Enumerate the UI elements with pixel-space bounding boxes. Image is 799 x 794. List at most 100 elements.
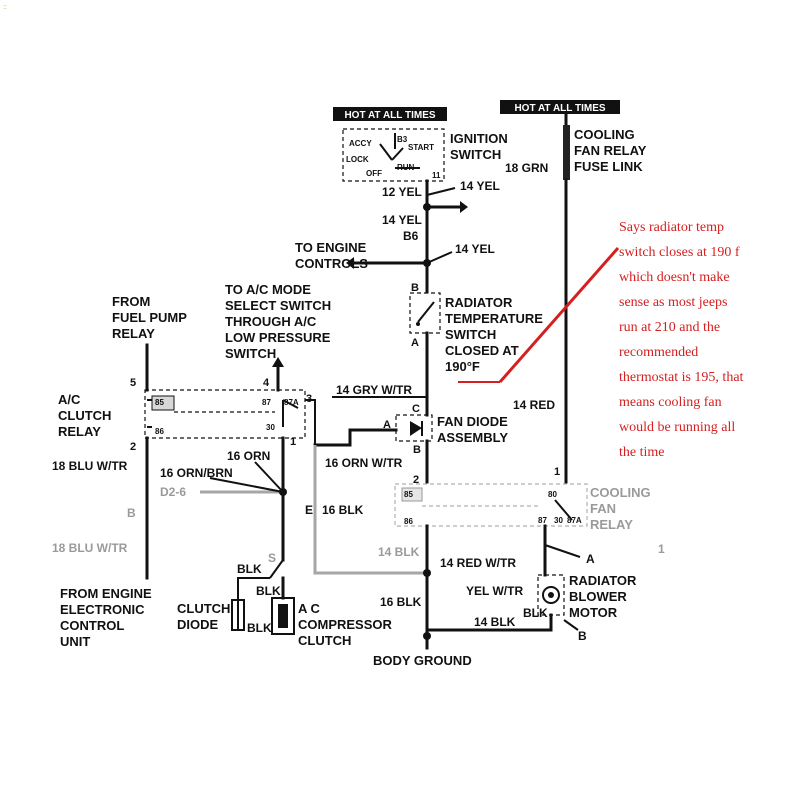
- orn-wire-junction: [200, 461, 287, 579]
- ac-relay-p85: 85: [155, 398, 164, 407]
- ignition-name-1: IGNITION: [450, 131, 508, 146]
- wire-14-blk-bottom: 14 BLK: [474, 615, 516, 629]
- corner-mark: ::: [3, 4, 7, 11]
- wire-s: S: [268, 551, 276, 565]
- cooling-relay-label-1: COOLING: [590, 485, 651, 500]
- ac-mode-label-4: LOW PRESSURE: [225, 330, 331, 345]
- fuel-pump-label-2: FUEL PUMP: [112, 310, 187, 325]
- connector-b6: B6: [403, 229, 419, 243]
- wire-16-blk-e: 16 BLK: [322, 503, 364, 517]
- cooling-relay-label-2: FAN: [590, 501, 616, 516]
- fuel-pump-label-1: FROM: [112, 294, 150, 309]
- rad-switch-pin-a: A: [411, 337, 419, 349]
- fan-diode-label-2: ASSEMBLY: [437, 430, 508, 445]
- cooling-fan-relay: [394, 483, 588, 642]
- engine-controls-line2: CONTROLS: [295, 256, 368, 271]
- hot-label-right: HOT AT ALL TIMES: [514, 103, 605, 114]
- compressor-label-3: CLUTCH: [298, 633, 351, 648]
- rad-switch-pin-b: B: [411, 282, 419, 294]
- clutch-diode-label-2: DIODE: [177, 617, 219, 632]
- engine-controls-line1: TO ENGINE: [295, 240, 367, 255]
- rad-switch-label-1: RADIATOR: [445, 295, 513, 310]
- connector-d2-6: D2-6: [160, 485, 186, 499]
- rad-switch-label-3: SWITCH: [445, 327, 496, 342]
- cooling-relay-label-3: RELAY: [590, 517, 633, 532]
- note-line-1: Says radiator temp: [619, 220, 724, 235]
- body-ground: [423, 632, 431, 650]
- note-line-4: sense as most jeeps: [619, 295, 727, 310]
- radiator-temp-switch: [409, 292, 441, 402]
- note-line-10: the time: [619, 445, 665, 460]
- wire-blk-clutch-3: BLK: [247, 621, 272, 635]
- wire-14-red-wtr: 14 RED W/TR: [440, 556, 516, 570]
- fuse-link-label-1: COOLING: [574, 127, 635, 142]
- ac-compressor-clutch: [271, 576, 295, 635]
- cooling-relay-p87: 87: [538, 516, 547, 525]
- ac-relay-p86: 86: [155, 427, 164, 436]
- wire-16-orn-brn: 16 ORN/BRN: [160, 466, 233, 480]
- ac-relay-p87a: 87A: [284, 398, 299, 407]
- wire-18-blu-wtr-2: 18 BLU W/TR: [52, 541, 128, 555]
- wire-14-yel-left: 14 YEL: [382, 213, 422, 227]
- wire-14-yel-right: 14 YEL: [460, 179, 500, 193]
- ac-mode-label-5: SWITCH: [225, 346, 276, 361]
- compressor-label-2: COMPRESSOR: [298, 617, 393, 632]
- fan-diode-assembly: [313, 396, 433, 484]
- clutch-diode-label-1: CLUTCH: [177, 601, 230, 616]
- ignition-pos-start: START: [408, 143, 434, 152]
- fuel-pump-label-3: RELAY: [112, 326, 155, 341]
- blower-label-1: RADIATOR: [569, 573, 637, 588]
- compressor-label-1: A C: [298, 601, 321, 616]
- wire-16-blk: 16 BLK: [380, 595, 422, 609]
- cooling-relay-pin-2: 2: [413, 474, 419, 486]
- ignition-pos-off: OFF: [366, 169, 382, 178]
- fan-diode-pin-a: A: [383, 419, 391, 431]
- ac-relay-pin-4: 4: [263, 377, 270, 389]
- fan-diode-pin-b: B: [413, 444, 421, 456]
- wire-14-red: 14 RED: [513, 398, 555, 412]
- note-line-2: switch closes at 190 f: [619, 245, 740, 260]
- ignition-pos-run: RUN: [397, 163, 415, 172]
- wire-16-orn: 16 ORN: [227, 449, 270, 463]
- blower-label-2: BLOWER: [569, 589, 627, 604]
- cooling-relay-pin-1-top: 1: [554, 466, 560, 478]
- note-line-5: run at 210 and the: [619, 320, 720, 335]
- connector-e: E: [305, 503, 313, 517]
- ac-relay-label-1: A/C: [58, 392, 81, 407]
- rad-switch-label-2: TEMPERATURE: [445, 311, 543, 326]
- cooling-relay-p30: 30: [554, 516, 563, 525]
- wire-blk-clutch-1: BLK: [237, 562, 262, 576]
- ac-relay-pin-5: 5: [130, 377, 136, 389]
- fan-diode-pin-c: C: [412, 403, 420, 415]
- ac-relay-pin-1: 1: [290, 436, 296, 448]
- fuse-link: [563, 112, 570, 484]
- rad-switch-label-4: CLOSED AT: [445, 343, 519, 358]
- note-line-3: which doesn't make: [619, 270, 730, 285]
- cooling-relay-p86: 86: [404, 517, 413, 526]
- cooling-relay-p87a: 87A: [567, 516, 582, 525]
- fuse-link-label-3: FUSE LINK: [574, 159, 643, 174]
- radiator-blower-motor: [425, 574, 579, 632]
- hot-banner-left: HOT AT ALL TIMES: [333, 107, 447, 121]
- wire-16-blk-e-path: [313, 445, 427, 575]
- ecu-label-2: ELECTRONIC: [60, 602, 145, 617]
- red-annotation: Says radiator temp switch closes at 190 …: [458, 220, 744, 460]
- fan-diode-label-1: FAN DIODE: [437, 414, 508, 429]
- ac-mode-label-2: SELECT SWITCH: [225, 298, 331, 313]
- ignition-name-2: SWITCH: [450, 147, 501, 162]
- ignition-pos-lock: LOCK: [346, 155, 369, 164]
- ac-mode-label-3: THROUGH A/C: [225, 314, 317, 329]
- ecu-label-3: CONTROL: [60, 618, 124, 633]
- hot-label-left: HOT AT ALL TIMES: [344, 110, 435, 121]
- main-feed-wire: [346, 179, 468, 294]
- cooling-relay-p85: 85: [404, 490, 413, 499]
- body-ground-label: BODY GROUND: [373, 653, 472, 668]
- blower-label-3: MOTOR: [569, 605, 618, 620]
- ac-relay-label-3: RELAY: [58, 424, 101, 439]
- wire-14-gry-wtr: 14 GRY W/TR: [336, 383, 412, 397]
- junction-573: [423, 569, 431, 577]
- note-line-6: recommended: [619, 345, 698, 360]
- ignition-pos-accy: ACCY: [349, 139, 372, 148]
- ignition-switch: ACCY B3 START LOCK OFF RUN 11 IGNITION S…: [342, 128, 508, 182]
- wire-12-yel: 12 YEL: [382, 185, 422, 199]
